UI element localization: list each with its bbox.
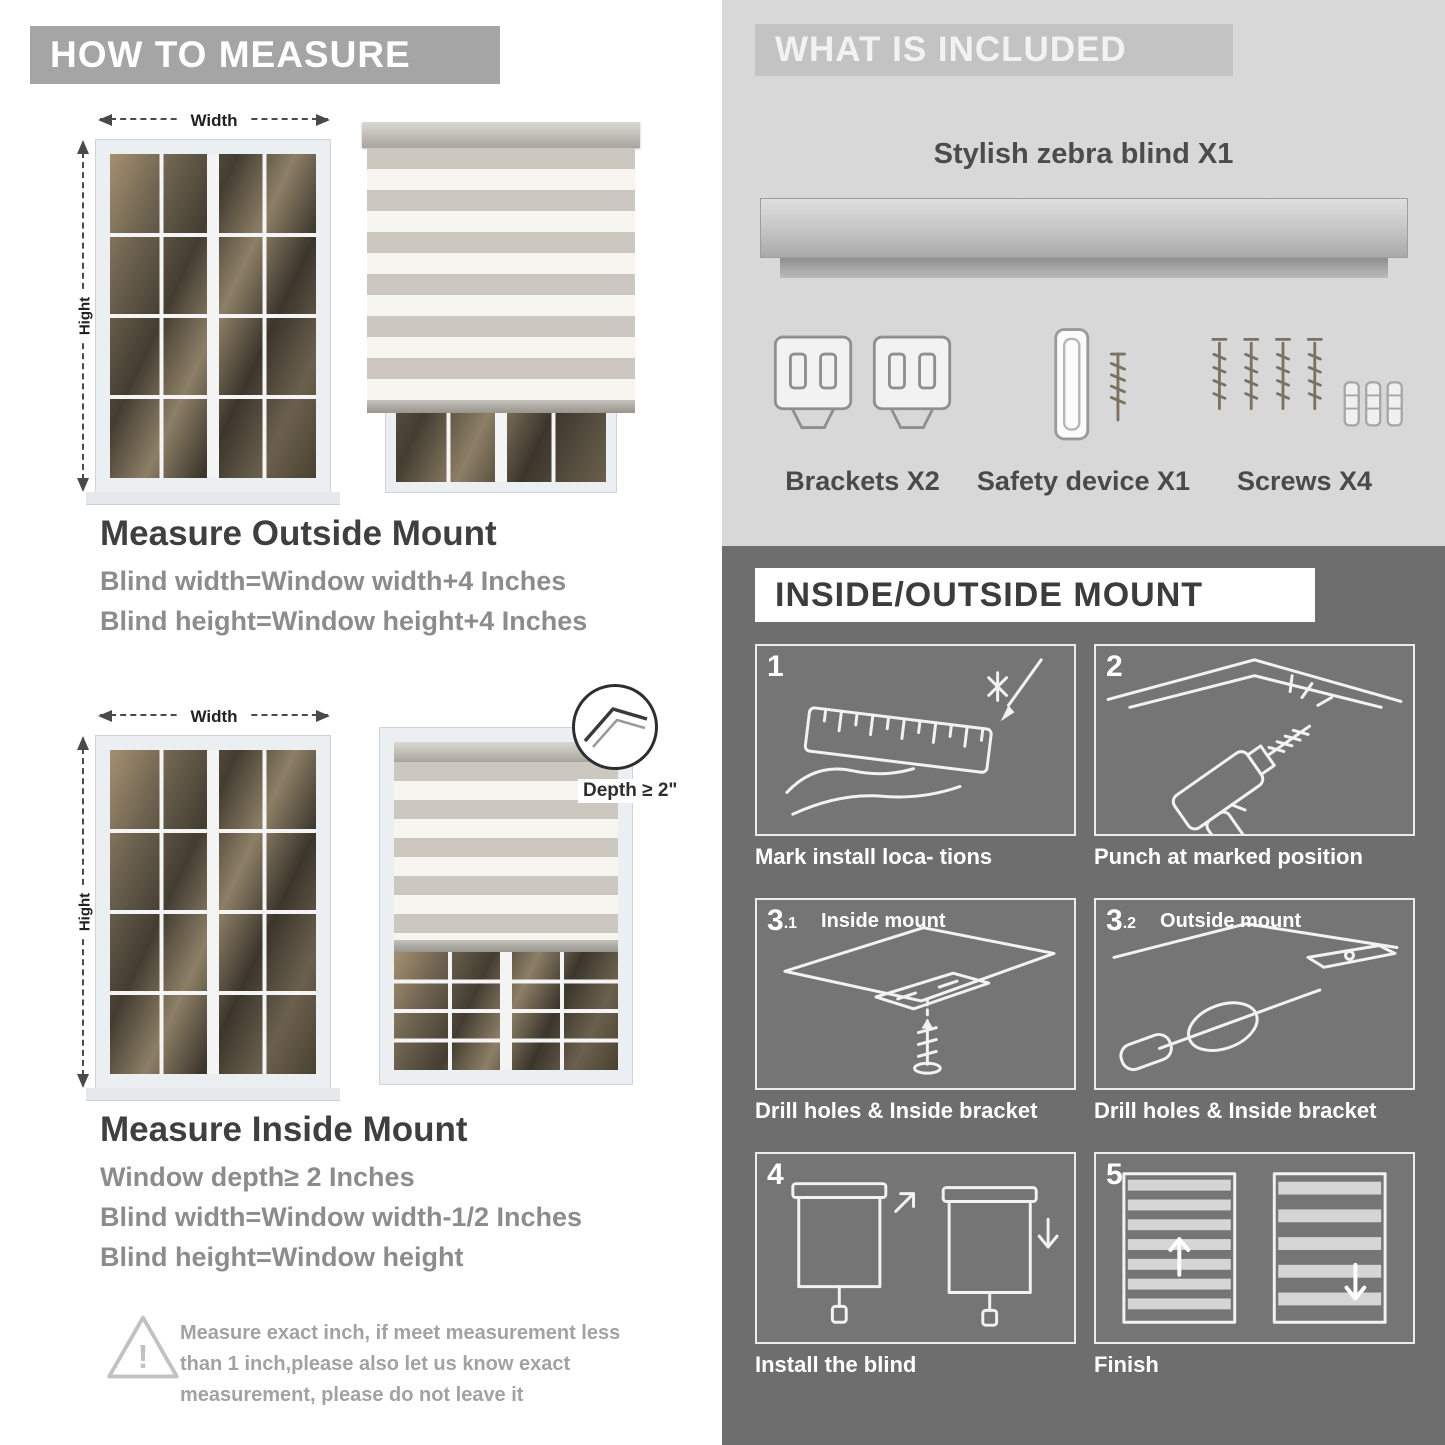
step-4-number: 4: [767, 1158, 784, 1191]
step-3-1-caption: Drill holes & Inside bracket: [755, 1098, 1038, 1123]
width-arrow-inside: Width: [100, 707, 328, 727]
step-1-caption: Mark install loca- tions: [755, 844, 993, 869]
outside-bracket-illustration: [1112, 922, 1399, 1072]
inside-outside-mount-panel: INSIDE/OUTSIDE MOUNT 1: [722, 546, 1445, 1445]
inside-bracket-illustration: [783, 926, 1056, 1075]
mount-title: INSIDE/OUTSIDE MOUNT: [775, 575, 1204, 614]
outside-width-formula: Blind width=Window width+4 Inches: [100, 566, 567, 596]
step-3-2-number: 3: [1106, 904, 1123, 937]
step-5-number: 5: [1106, 1158, 1123, 1191]
safety-device-item: Safety device X1: [973, 312, 1194, 497]
height-arrow-outside: Hight: [76, 142, 94, 490]
step-2-caption: Punch at marked position: [1094, 844, 1363, 869]
screws-label: Screws X4: [1236, 466, 1373, 496]
height-arrow-inside: Hight: [76, 738, 94, 1086]
depth-requirement-label: Depth ≥ 2": [578, 779, 683, 803]
step-4-caption: Install the blind: [755, 1352, 917, 1377]
brackets-item: Brackets X2: [752, 312, 973, 497]
blind-cassette: [394, 742, 618, 762]
inside-depth-rule: Window depth≥ 2 Inches: [100, 1162, 415, 1192]
zebra-blind-name: Stylish zebra blind X1: [933, 138, 1234, 170]
step-2: 2: [1094, 644, 1415, 874]
width-arrow-outside: Width: [100, 111, 328, 131]
window-corner-detail-icon: [583, 707, 648, 748]
step-3-2: 3 .2 Outside mount: [1094, 898, 1415, 1128]
inside-height-formula: Blind height=Window height: [100, 1242, 464, 1272]
mount-banner: INSIDE/OUTSIDE MOUNT: [755, 568, 1315, 622]
blind-headrail-illustration: [760, 198, 1408, 258]
how-to-measure-title: HOW TO MEASURE: [50, 34, 411, 75]
window-illustration-outside: [96, 140, 330, 492]
blind-cassette: [362, 122, 640, 148]
zebra-blind-outside-illustration: [362, 122, 640, 492]
window-sill-outside: [86, 492, 340, 504]
install-blind-illustration: [791, 1182, 1059, 1327]
step-2-number: 2: [1106, 650, 1123, 683]
screws-item: Screws X4: [1194, 312, 1415, 497]
outside-mount-title: Measure Outside Mount: [100, 514, 497, 553]
step-3-2-caption: Drill holes & Inside bracket: [1094, 1098, 1377, 1123]
what-is-included-panel: WHAT IS INCLUDED Stylish zebra blind X1: [722, 0, 1445, 546]
window-with-inside-blind: [380, 728, 632, 1084]
height-label-outside: Hight: [76, 288, 94, 344]
outside-mount-label: Outside mount: [1160, 910, 1302, 932]
step-5-caption: Finish: [1094, 1352, 1159, 1377]
finished-blinds-illustration: [1122, 1172, 1387, 1324]
included-items-row: Brackets X2 Safety device: [752, 312, 1415, 497]
how-to-measure-banner: HOW TO MEASURE: [30, 26, 500, 84]
measurement-note: Measure exact inch, if meet measurement …: [180, 1322, 621, 1406]
window-panes: [110, 154, 316, 478]
depth-callout-circle: [572, 684, 658, 770]
height-label-inside: Hight: [76, 884, 94, 940]
window-mullion: [207, 154, 219, 478]
step-3-1: 3 .1 Inside mount Dril: [755, 898, 1076, 1128]
what-is-included-title: WHAT IS INCLUDED: [775, 30, 1127, 69]
svg-text:!: !: [138, 1338, 149, 1375]
blind-stripes: [367, 148, 635, 400]
step-4: 4 Install the blind: [755, 1152, 1076, 1382]
inside-mount-label: Inside mount: [821, 910, 946, 932]
safety-device-icon: [1053, 328, 1126, 441]
width-label-outside: Width: [180, 111, 248, 131]
brackets-label: Brackets X2: [785, 466, 940, 496]
step-5: 5: [1094, 1152, 1415, 1382]
screws-icon: [1211, 337, 1403, 427]
window-illustration-inside: [96, 736, 330, 1088]
blind-bottom-rail: [367, 400, 635, 413]
step-1: 1 Mark install loca- tions: [755, 644, 1076, 874]
mark-location-illustration: [785, 658, 1043, 816]
step-1-number: 1: [767, 650, 784, 683]
blind-bottom-rail: [394, 940, 618, 952]
window-lower-panes: [394, 952, 618, 1070]
step-3-2-subnumber: .2: [1122, 915, 1137, 932]
brackets-icon: [773, 335, 951, 430]
window-sill-inside: [86, 1088, 340, 1100]
mount-steps-grid: 1 Mark install loca- tions: [755, 644, 1415, 1382]
what-is-included-banner: WHAT IS INCLUDED: [755, 24, 1233, 76]
width-label-inside: Width: [180, 707, 248, 727]
inside-width-formula: Blind width=Window width-1/2 Inches: [100, 1202, 583, 1232]
warning-triangle-icon: !: [107, 1315, 179, 1379]
safety-device-label: Safety device X1: [976, 466, 1191, 496]
inside-mount-title: Measure Inside Mount: [100, 1110, 468, 1149]
blind-headrail-lip: [780, 258, 1388, 278]
step-3-1-subnumber: .1: [783, 915, 798, 932]
drill-illustration: [1106, 658, 1403, 834]
outside-height-formula: Blind height=Window height+4 Inches: [100, 606, 588, 636]
step-3-1-number: 3: [767, 904, 784, 937]
